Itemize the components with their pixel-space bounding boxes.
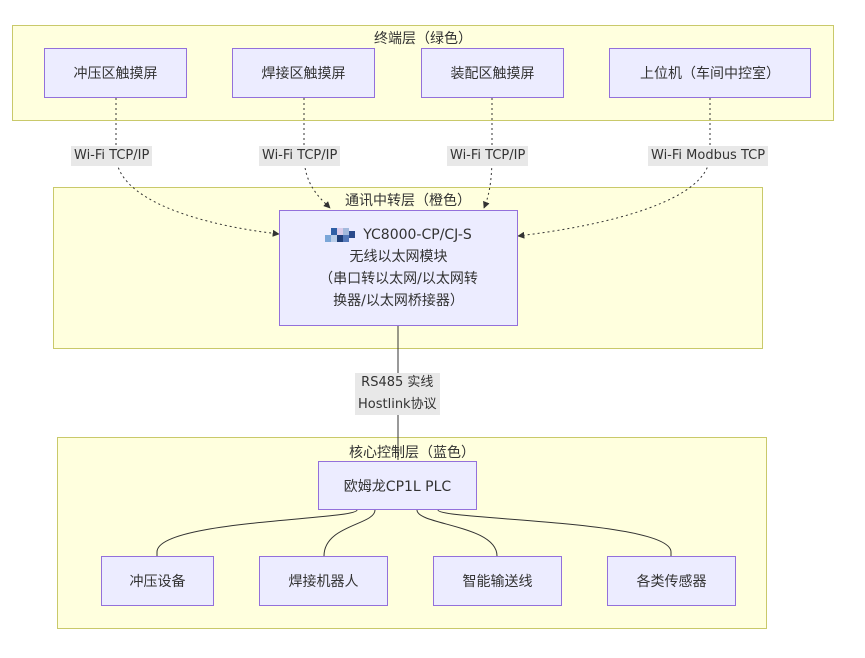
edge-plc-to-welding-robot <box>323 509 376 557</box>
edge-plc-to-stamping-equipment <box>156 509 358 556</box>
welding-robot-node[interactable]: 焊接机器人 <box>259 556 388 606</box>
ethernet-module-node[interactable]: YC8000-CP/CJ-S 无线以太网模块 （串口转以太网/以太网转 换器/以… <box>279 210 518 326</box>
plc-label: 欧姆龙CP1L PLC <box>343 478 452 495</box>
stamping-link-label: Wi-Fi TCP/IP <box>71 146 153 166</box>
assembly-touchscreen-node[interactable]: 装配区触摸屏 <box>421 48 564 98</box>
stamping-touchscreen-label: 冲压区触摸屏 <box>73 66 158 82</box>
edge-host-to-hub <box>517 98 711 239</box>
host-pc-node[interactable]: 上位机（车间中控室） <box>609 48 811 98</box>
serial-link-label-line2: Hostlink协议 <box>358 397 437 412</box>
welding-touchscreen-label: 焊接区触摸屏 <box>261 66 346 82</box>
sensors-label: 各类传感器 <box>636 574 707 590</box>
serial-link-label: RS485 实线 Hostlink协议 <box>355 373 440 415</box>
plc-node[interactable]: 欧姆龙CP1L PLC <box>318 461 477 510</box>
host-link-label: Wi-Fi Modbus TCP <box>648 146 769 166</box>
ethernet-module-title: 无线以太网模块 <box>349 249 448 265</box>
terminal-layer-title: 终端层（绿色） <box>374 31 472 47</box>
serial-link-label-line1: RS485 实线 <box>361 375 434 390</box>
smart-conveyor-node[interactable]: 智能输送线 <box>433 556 562 606</box>
smart-conveyor-label: 智能输送线 <box>462 574 533 590</box>
ethernet-module-desc-1: （串口转以太网/以太网转 <box>319 271 478 287</box>
ethernet-module-model-line: YC8000-CP/CJ-S <box>325 224 472 246</box>
ethernet-module-model: YC8000-CP/CJ-S <box>363 227 472 243</box>
assembly-touchscreen-label: 装配区触摸屏 <box>450 66 535 82</box>
edge-stamping-to-hub <box>115 98 280 237</box>
host-pc-label: 上位机（车间中控室） <box>640 66 780 82</box>
welding-robot-label: 焊接机器人 <box>288 574 359 590</box>
stamping-touchscreen-node[interactable]: 冲压区触摸屏 <box>44 48 187 98</box>
assembly-link-label: Wi-Fi TCP/IP <box>447 146 529 166</box>
welding-touchscreen-node[interactable]: 焊接区触摸屏 <box>232 48 375 98</box>
stamping-equipment-node[interactable]: 冲压设备 <box>101 556 214 606</box>
brand-logo-icon <box>325 228 357 242</box>
stamping-equipment-label: 冲压设备 <box>129 574 186 590</box>
core-layer-title: 核心控制层（蓝色） <box>349 445 475 461</box>
comm-layer-title: 通讯中转层（橙色） <box>345 193 471 209</box>
edge-plc-to-sensors <box>437 509 672 556</box>
ethernet-module-desc-2: 换器/以太网桥接器） <box>333 293 464 309</box>
welding-link-label: Wi-Fi TCP/IP <box>259 146 341 166</box>
sensors-node[interactable]: 各类传感器 <box>607 556 736 606</box>
edge-plc-to-conveyor <box>416 509 498 557</box>
